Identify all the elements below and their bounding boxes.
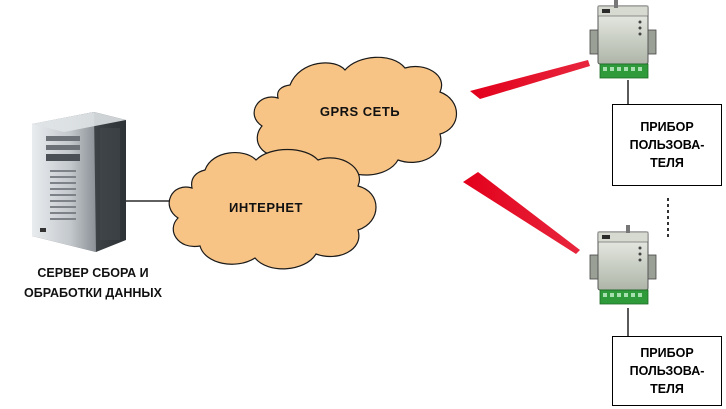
device-label-line: ПРИБОР <box>640 346 694 360</box>
wireless-signal-icon <box>470 60 590 99</box>
device-label-line: ПОЛЬЗОВА- <box>629 138 705 152</box>
server-caption: СЕРВЕР СБОРА И ОБРАБОТКИ ДАННЫХ <box>0 263 186 303</box>
device-label-line: ТЕЛЯ <box>650 382 684 396</box>
user-device-box-2: ПРИБОР ПОЛЬЗОВА- ТЕЛЯ <box>612 336 722 406</box>
gprs-modem-icon <box>589 225 657 305</box>
gprs-network-label: GPRS СЕТЬ <box>319 104 401 119</box>
server-tower-icon <box>32 112 126 252</box>
device-label-line: ТЕЛЯ <box>650 156 684 170</box>
wireless-signal-icon <box>463 172 580 254</box>
internet-cloud <box>168 149 377 270</box>
device-label-line: ПРИБОР <box>640 120 694 134</box>
device-label-line: ПОЛЬЗОВА- <box>629 364 705 378</box>
server-caption-line: СЕРВЕР СБОРА И <box>37 266 149 280</box>
gprs-modem-icon <box>589 0 657 79</box>
gprs-cloud <box>253 56 457 176</box>
server-caption-line: ОБРАБОТКИ ДАННЫХ <box>24 286 162 300</box>
user-device-box-1: ПРИБОР ПОЛЬЗОВА- ТЕЛЯ <box>612 104 722 186</box>
internet-label: ИНТЕРНЕТ <box>228 200 303 215</box>
